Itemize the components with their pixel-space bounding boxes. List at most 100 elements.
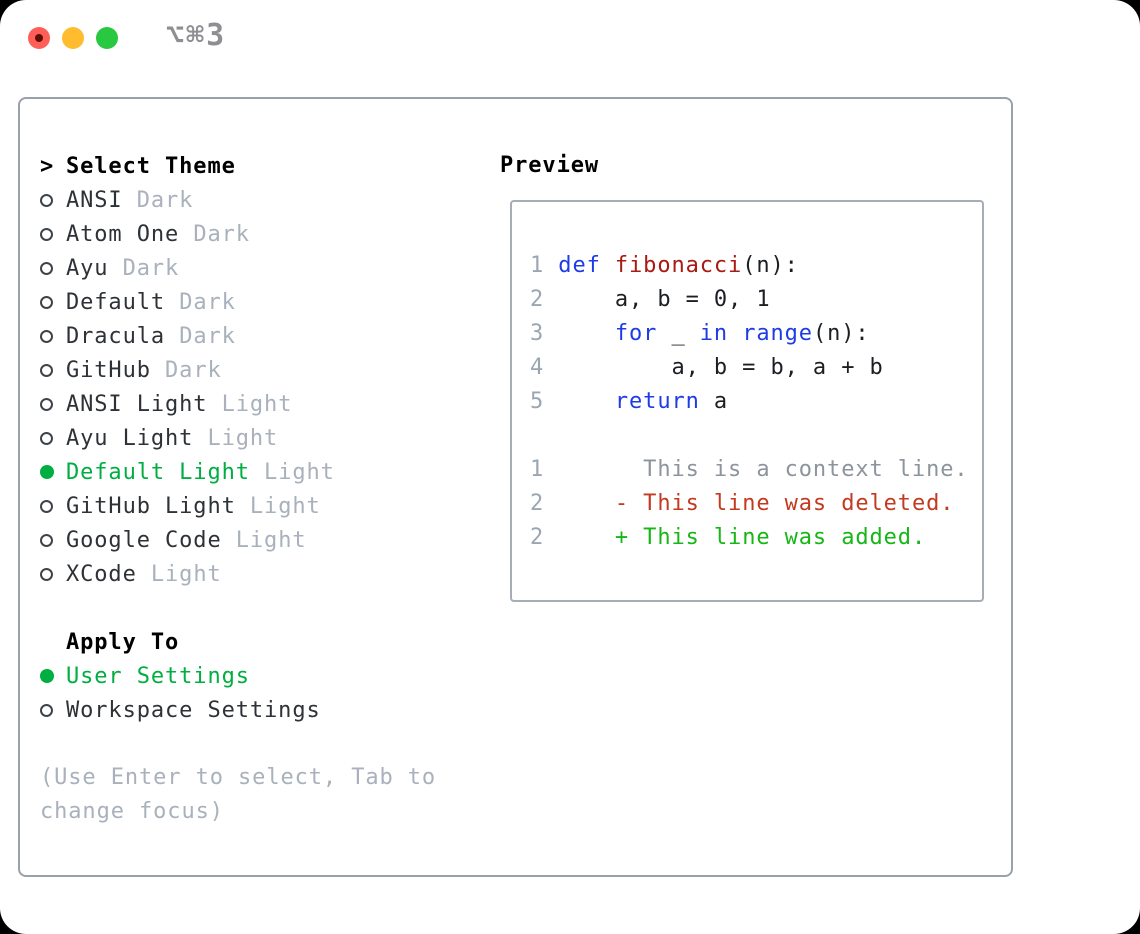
line-number: 2 [530, 491, 559, 516]
code-token: a [699, 389, 729, 414]
theme-option-ayu-light-light[interactable]: Ayu Light Light [40, 421, 495, 455]
unsaved-dot-icon [35, 34, 43, 42]
line-number: 5 [530, 389, 559, 414]
keyboard-shortcut-label: ⌥⌘3 [166, 18, 227, 53]
close-button[interactable] [28, 27, 50, 49]
code-token [558, 321, 615, 346]
titlebar: ⌥⌘3 [0, 0, 1140, 76]
code-token [601, 253, 615, 278]
theme-name: Ayu Light [66, 425, 194, 451]
radio-marker [40, 295, 66, 309]
code-token [558, 389, 615, 414]
theme-option-default-light-light[interactable]: Default Light Light [40, 455, 495, 489]
radio-unselected-icon [40, 261, 53, 275]
spacer [40, 727, 495, 761]
code-token: - This line was deleted. [614, 491, 955, 516]
code-token: a, b = 0, 1 [558, 287, 771, 312]
radio-marker [40, 329, 66, 343]
spacer [40, 591, 495, 625]
theme-variant-tag: Dark [179, 289, 236, 315]
code-line: 4 a, b = b, a + b [530, 351, 974, 385]
theme-variant-tag: Light [207, 425, 279, 451]
radio-selected-icon [40, 465, 54, 479]
theme-name: Default [66, 289, 166, 315]
code-token: in [699, 321, 729, 346]
radio-marker [40, 363, 66, 377]
apply-option-name: Workspace Settings [66, 697, 321, 723]
apply-option-user-settings[interactable]: User Settings [40, 659, 495, 693]
theme-option-xcode-light[interactable]: XCode Light [40, 557, 495, 591]
code-token: for [614, 321, 658, 346]
theme-option-google-code-light[interactable]: Google Code Light [40, 523, 495, 557]
theme-variant-tag: Light [221, 391, 293, 417]
theme-option-github-light-light[interactable]: GitHub Light Light [40, 489, 495, 523]
theme-variant-tag: Dark [122, 255, 180, 281]
theme-variant-tag: Dark [136, 187, 194, 213]
radio-marker [40, 227, 66, 241]
minimize-button[interactable] [62, 27, 84, 49]
theme-option-ansi-light-light[interactable]: ANSI Light Light [40, 387, 495, 421]
code-token: (n): [742, 253, 799, 278]
apply-to-title: Apply To [66, 629, 180, 655]
radio-marker [40, 703, 66, 717]
theme-option-ansi-dark[interactable]: ANSI Dark [40, 183, 495, 217]
theme-name: Atom One [66, 221, 180, 247]
line-number: 1 [530, 457, 559, 482]
diff-line-added: 2 + This line was added. [530, 521, 974, 555]
theme-option-ayu-dark[interactable]: Ayu Dark [40, 251, 495, 285]
radio-unselected-icon [40, 363, 53, 377]
line-number: 1 [530, 253, 559, 278]
apply-option-workspace-settings[interactable]: Workspace Settings [40, 693, 495, 727]
theme-name: Dracula [66, 323, 166, 349]
theme-name: GitHub Light [66, 493, 236, 519]
theme-name: Default Light [66, 459, 250, 485]
theme-variant-tag: Light [264, 459, 335, 485]
window-controls [28, 27, 118, 49]
theme-name: ANSI [66, 187, 123, 213]
radio-unselected-icon [40, 499, 53, 513]
select-theme-header: >Select Theme [40, 149, 495, 183]
radio-marker [40, 431, 66, 445]
diff-line-deleted: 2 - This line was deleted. [530, 487, 974, 521]
theme-variant-tag: Light [150, 561, 222, 587]
theme-option-atom-one-dark[interactable]: Atom One Dark [40, 217, 495, 251]
blank-line [530, 419, 974, 453]
theme-option-default-dark[interactable]: Default Dark [40, 285, 495, 319]
code-token: This is a context line. [558, 457, 969, 482]
radio-marker [40, 567, 66, 581]
radio-unselected-icon [40, 567, 53, 581]
select-theme-title: Select Theme [66, 153, 236, 179]
radio-unselected-icon [40, 329, 53, 343]
apply-to-header: Apply To [40, 625, 495, 659]
theme-variant-tag: Dark [179, 323, 236, 349]
line-number: 3 [530, 321, 559, 346]
code-token [558, 525, 615, 550]
radio-marker [40, 533, 66, 547]
radio-unselected-icon [40, 397, 53, 411]
code-token: fibonacci [614, 253, 743, 278]
code-token: def [558, 253, 601, 278]
theme-option-github-dark[interactable]: GitHub Dark [40, 353, 495, 387]
radio-marker [40, 193, 66, 207]
radio-unselected-icon [40, 227, 53, 241]
theme-name: ANSI Light [66, 391, 208, 417]
theme-option-dracula-dark[interactable]: Dracula Dark [40, 319, 495, 353]
code-token [558, 491, 615, 516]
preview-column: Preview 1 def fibonacci(n): 2 a, b = 0, 1… [500, 149, 1000, 602]
radio-unselected-icon [40, 193, 53, 207]
radio-unselected-icon [40, 431, 53, 445]
radio-unselected-icon [40, 703, 53, 717]
theme-variant-tag: Dark [193, 221, 250, 247]
radio-marker [40, 465, 66, 479]
code-token: + This line was added. [614, 525, 927, 550]
preview-title: Preview [500, 153, 600, 178]
radio-unselected-icon [40, 533, 53, 547]
line-number: 2 [530, 525, 559, 550]
code-token: range [742, 321, 813, 346]
radio-selected-icon [40, 669, 54, 683]
theme-name: Ayu [66, 255, 109, 281]
code-token [728, 321, 742, 346]
maximize-button[interactable] [96, 27, 118, 49]
